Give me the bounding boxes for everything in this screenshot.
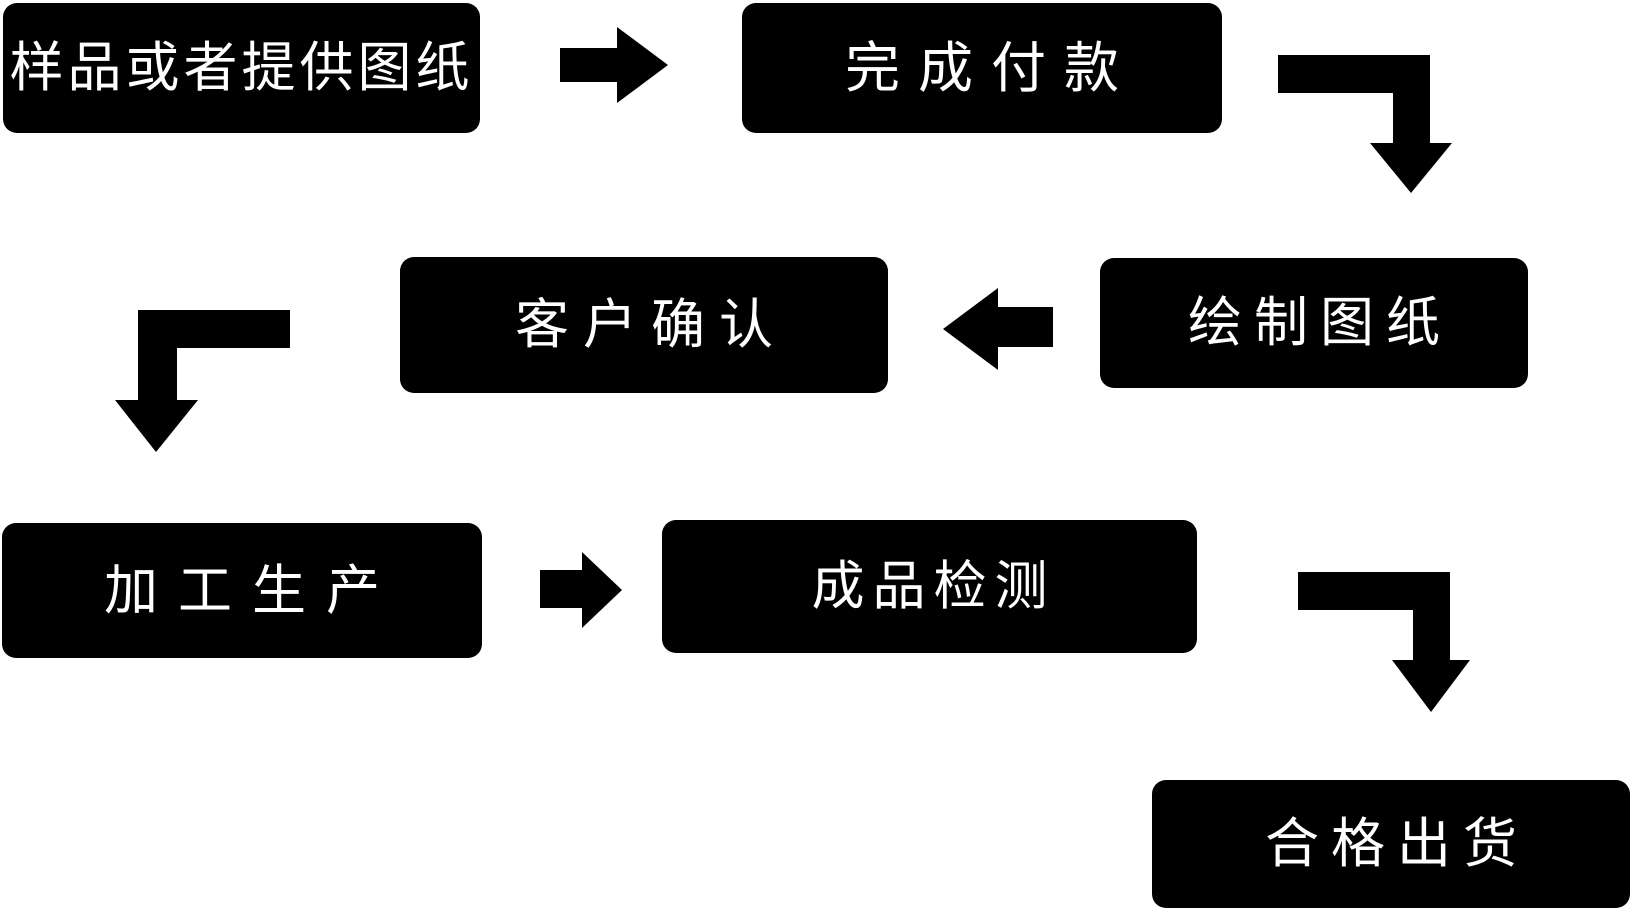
flow-node-label: 合格出货: [1265, 812, 1529, 875]
elbow-down-arrow-icon: [1278, 55, 1452, 193]
flow-node-draw-drawings: 绘制图纸: [1100, 258, 1528, 388]
left-arrow-icon: [943, 288, 1053, 370]
flow-node-label: 加工生产: [104, 558, 400, 622]
elbow-down-arrow-icon: [1298, 572, 1470, 712]
flow-node-customer-confirmation: 客户确认: [400, 257, 888, 393]
elbow-down-arrow-icon: [115, 310, 290, 452]
flow-node-label: 客户确认: [515, 293, 787, 356]
flow-node-label: 完成付款: [844, 35, 1137, 100]
flow-node-processing-production: 加工生产: [2, 523, 482, 658]
right-arrow-icon: [560, 27, 668, 103]
flow-node-label: 成品检测: [811, 556, 1056, 617]
right-arrow-icon: [540, 552, 622, 628]
flow-node-sample-or-drawing: 样品或者提供图纸: [3, 3, 480, 133]
flow-node-label: 绘制图纸: [1188, 291, 1452, 354]
flow-node-finished-product-inspection: 成品检测: [662, 520, 1197, 653]
flow-node-label: 样品或者提供图纸: [9, 36, 474, 99]
flow-node-qualified-shipment: 合格出货: [1152, 780, 1630, 908]
flow-node-complete-payment: 完成付款: [742, 3, 1222, 133]
